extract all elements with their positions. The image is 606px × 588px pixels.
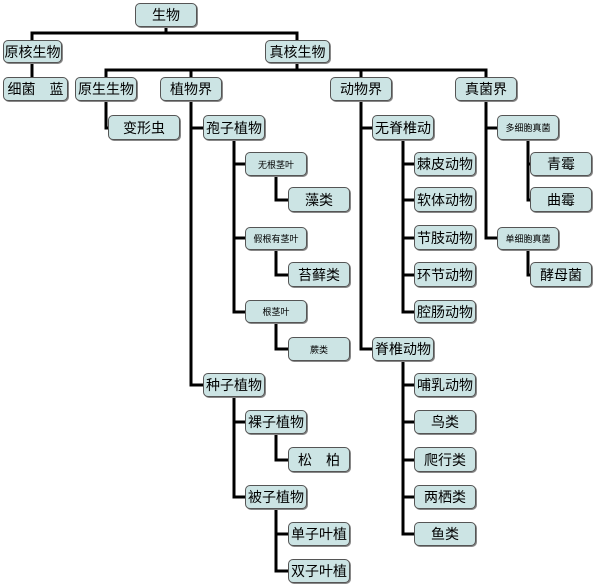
node-arthropod: 节肢动物	[414, 225, 476, 250]
node-bacteria: 细菌 蓝	[3, 77, 68, 101]
node-reptile: 爬行类	[414, 447, 476, 472]
node-unicellular-fungi: 单细胞真菌	[497, 227, 559, 250]
node-vertebrate: 脊椎动物	[372, 337, 434, 361]
node-echinoderm: 棘皮动物	[414, 152, 476, 176]
node-aspergillus: 曲霉	[530, 187, 592, 212]
node-mammal: 哺乳动物	[414, 373, 476, 397]
node-monocot: 单子叶植	[288, 522, 350, 546]
node-animal: 动物界	[330, 77, 392, 101]
node-bird: 鸟类	[414, 410, 476, 434]
node-spore-plant: 孢子植物	[203, 115, 265, 140]
node-annelid: 环节动物	[414, 262, 476, 287]
node-penicillium: 青霉	[530, 152, 592, 176]
node-yeast: 酵母菌	[530, 262, 592, 287]
node-eukaryote: 真核生物	[265, 40, 330, 63]
node-amoeba: 变形虫	[108, 115, 180, 140]
node-no-root: 无根茎叶	[245, 152, 307, 176]
node-mollusc: 软体动物	[414, 187, 476, 212]
node-prokaryote: 原核生物	[3, 40, 62, 63]
node-multicellular-fungi: 多细胞真菌	[497, 115, 559, 140]
node-fungi: 真菌界	[455, 77, 517, 101]
node-algae: 藻类	[288, 187, 350, 212]
node-pine: 松 柏	[288, 447, 350, 472]
node-gymnosperm: 裸子植物	[245, 410, 307, 434]
node-amphibian: 两栖类	[414, 485, 476, 509]
node-root-stem-leaf: 根茎叶	[245, 300, 307, 323]
node-seed-plant: 种子植物	[203, 373, 265, 397]
node-dicot: 双子叶植	[288, 559, 350, 583]
node-plant: 植物界	[160, 77, 222, 101]
node-fern: 蕨类	[288, 337, 350, 361]
node-invertebrate: 无脊椎动	[372, 115, 434, 140]
node-angiosperm: 被子植物	[245, 485, 307, 509]
node-pseudo-root: 假根有茎叶	[245, 227, 307, 250]
node-moss: 苔藓类	[288, 262, 350, 287]
node-root: 生物	[135, 3, 197, 27]
node-protist: 原生生物	[75, 77, 137, 101]
node-cnidarian: 腔肠动物	[414, 300, 476, 323]
node-fish: 鱼类	[414, 522, 476, 546]
